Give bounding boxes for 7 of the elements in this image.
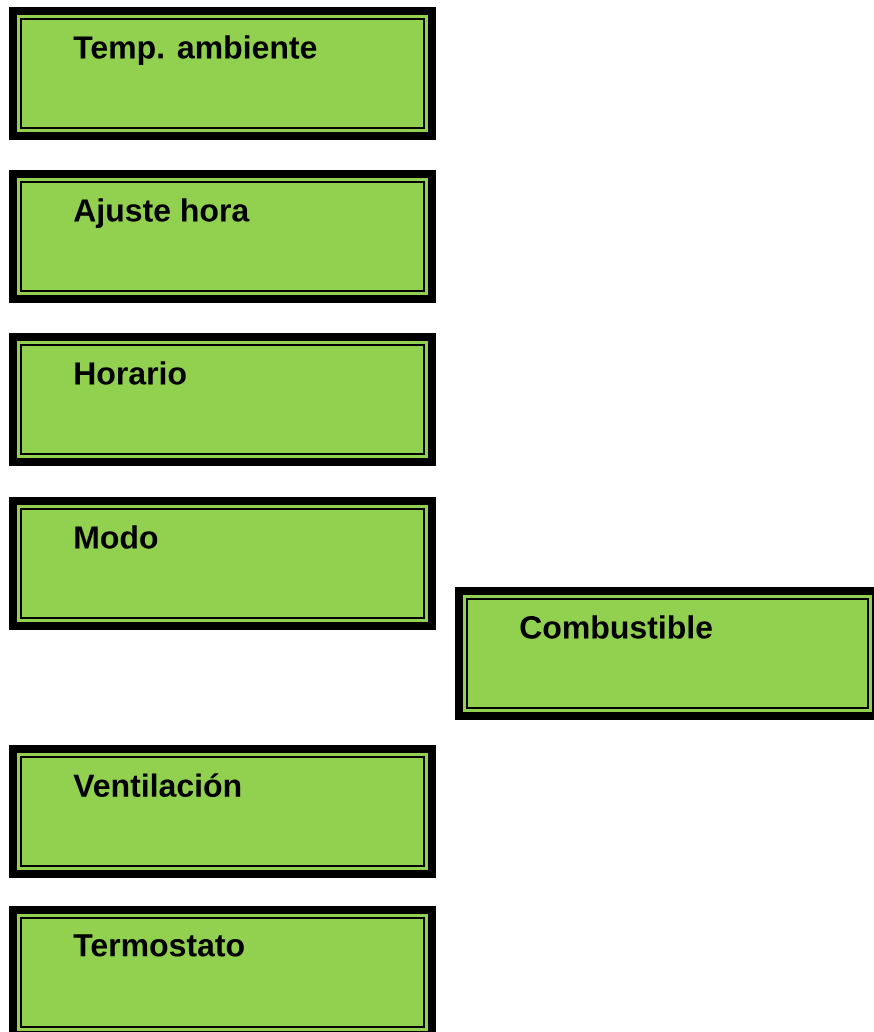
menu-box: Temp. ambiente [9,7,436,140]
menu-box: Ajuste hora [9,170,436,303]
menu-box: Ventilación [9,745,436,878]
menu-box: Modo [9,497,436,630]
menu-box: Horario [9,333,436,466]
menu-box: Termostato [9,906,436,1032]
menu-box: Combustible [455,587,874,720]
